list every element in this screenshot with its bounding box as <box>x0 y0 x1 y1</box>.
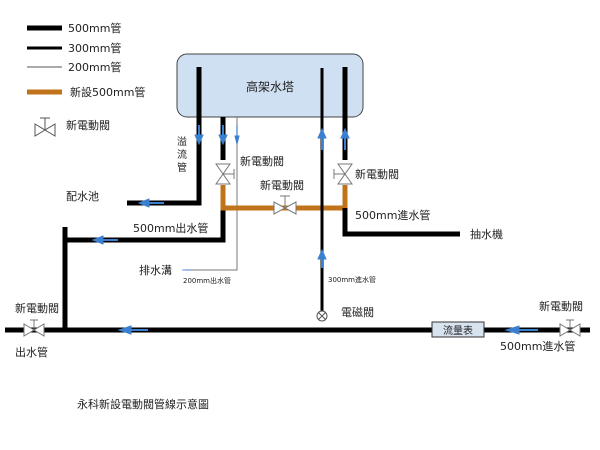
legend-new-500: 新設500mm管 <box>70 85 145 99</box>
legend-500: 500mm管 <box>68 21 121 35</box>
inlet-300-label: 300mm進水管 <box>328 275 376 284</box>
flow-arrows <box>91 125 538 335</box>
inlet-500-top-label: 500mm進水管 <box>355 208 430 222</box>
arrow-up-icon <box>340 127 350 150</box>
solenoid-valve-label: 電磁閥 <box>341 306 374 319</box>
legend-300: 300mm管 <box>68 41 121 55</box>
elevated-water-tower <box>176 53 364 118</box>
legend-valve-icon <box>34 117 56 137</box>
valve-bottom-left-icon <box>23 319 45 337</box>
outlet-bottom-label: 出水管 <box>15 345 48 359</box>
valve-bottom-left-label: 新電動閥 <box>15 301 59 315</box>
overflow-label-3: 管 <box>177 161 187 174</box>
arrow-up-icon <box>317 248 327 268</box>
arrow-up-icon <box>317 127 327 150</box>
arrow-down-icon <box>234 125 240 145</box>
distribution-pool-label: 配水池 <box>66 190 99 203</box>
pump-label: 抽水機 <box>470 227 503 241</box>
valve-bottom-right-label: 新電動閥 <box>539 299 583 313</box>
solenoid-valve-icon <box>316 310 328 322</box>
arrow-left-icon <box>91 235 118 245</box>
legend-valve: 新電動閥 <box>66 118 110 132</box>
arrow-left-icon <box>504 325 538 335</box>
arrow-down-icon <box>218 125 228 146</box>
arrow-left-icon <box>137 198 164 208</box>
tower-label: 高架水塔 <box>246 79 294 94</box>
arrow-down-icon <box>194 125 204 146</box>
valve-left-label: 新電動閥 <box>240 154 284 168</box>
valve-mid-icon <box>273 195 297 215</box>
legend-200: 200mm管 <box>68 60 121 74</box>
inlet-500-bottom-label: 500mm進水管 <box>500 339 575 353</box>
valve-right-icon <box>333 163 353 185</box>
inlet-pipe-500 <box>342 208 460 237</box>
flow-meter <box>431 321 485 338</box>
arrow-left-icon <box>117 325 148 335</box>
valve-right-label: 新電動閥 <box>355 167 399 181</box>
overflow-label-1: 溢 <box>177 135 187 148</box>
diagram-title: 永科新設電動閥管線示意圖 <box>77 397 209 411</box>
legend: 500mm管 300mm管 200mm管 新設500mm管 新電動閥 <box>27 21 145 137</box>
drain-label: 排水溝 <box>139 263 172 277</box>
flow-meter-label: 流量表 <box>443 324 473 337</box>
valve-mid-label: 新電動閥 <box>260 178 304 192</box>
overflow-label-2: 流 <box>177 148 187 161</box>
outlet-500-label: 500mm出水管 <box>133 221 208 235</box>
outlet-pipe-200 <box>185 117 238 271</box>
outlet-200-label: 200mm出水管 <box>183 276 231 285</box>
valve-bottom-right-icon <box>559 319 581 337</box>
valve-left-icon <box>215 163 235 185</box>
